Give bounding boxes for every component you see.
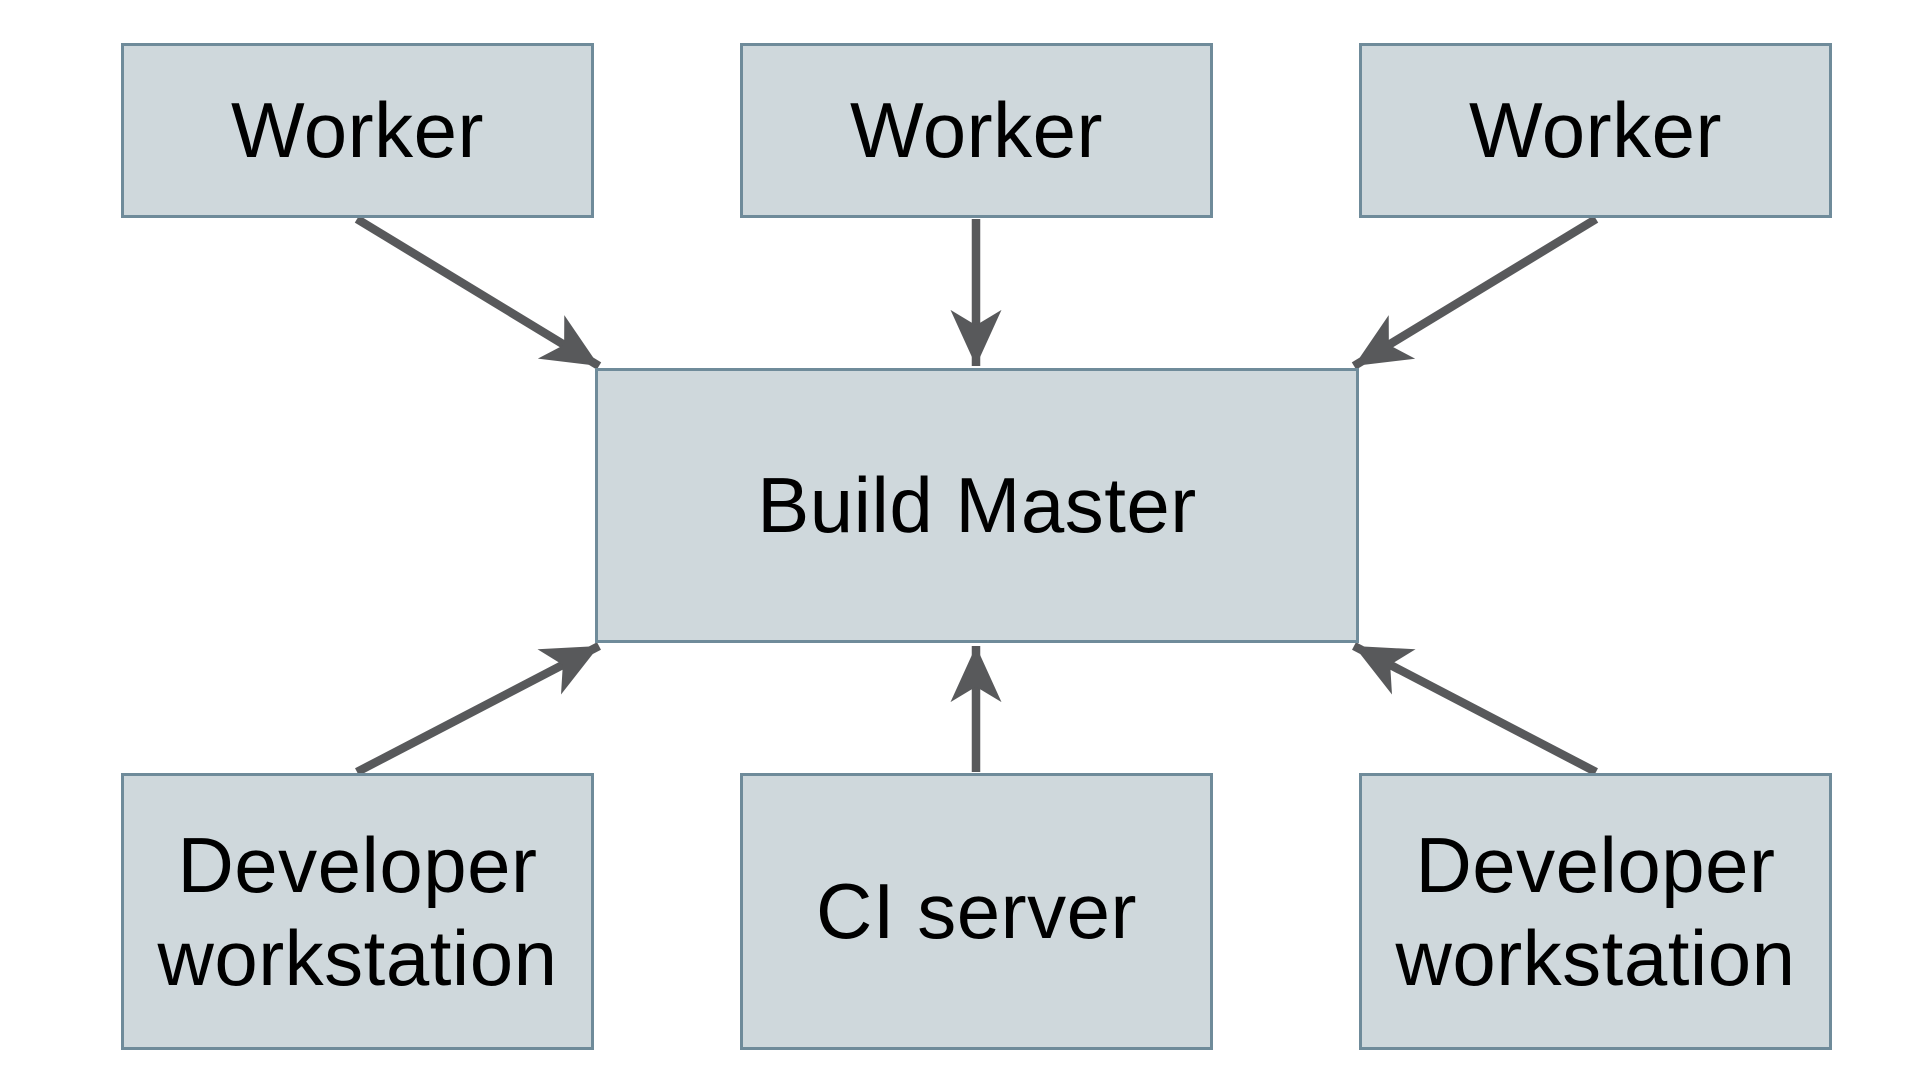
node-dev-workstation-right: Developer workstation [1359, 773, 1832, 1050]
node-build-master-label: Build Master [757, 461, 1197, 550]
node-worker-1: Worker [121, 43, 594, 218]
arrow-dev-workstation-right-to-build-master [1352, 642, 1598, 776]
node-dev-workstation-left-label: Developer workstation [157, 821, 558, 1002]
arrow-worker-3-to-build-master [1351, 215, 1599, 370]
node-worker-1-label: Worker [231, 86, 484, 175]
node-ci-server-label: CI server [816, 867, 1137, 956]
node-worker-2: Worker [740, 43, 1213, 218]
node-dev-workstation-right-label: Developer workstation [1395, 821, 1796, 1002]
arrow-dev-workstation-left-to-build-master [355, 642, 601, 776]
node-ci-server: CI server [740, 773, 1213, 1050]
node-worker-3-label: Worker [1469, 86, 1722, 175]
node-worker-2-label: Worker [850, 86, 1103, 175]
arrow-worker-1-to-build-master [354, 215, 602, 370]
node-dev-workstation-left: Developer workstation [121, 773, 594, 1050]
node-build-master: Build Master [595, 368, 1359, 643]
node-worker-3: Worker [1359, 43, 1832, 218]
